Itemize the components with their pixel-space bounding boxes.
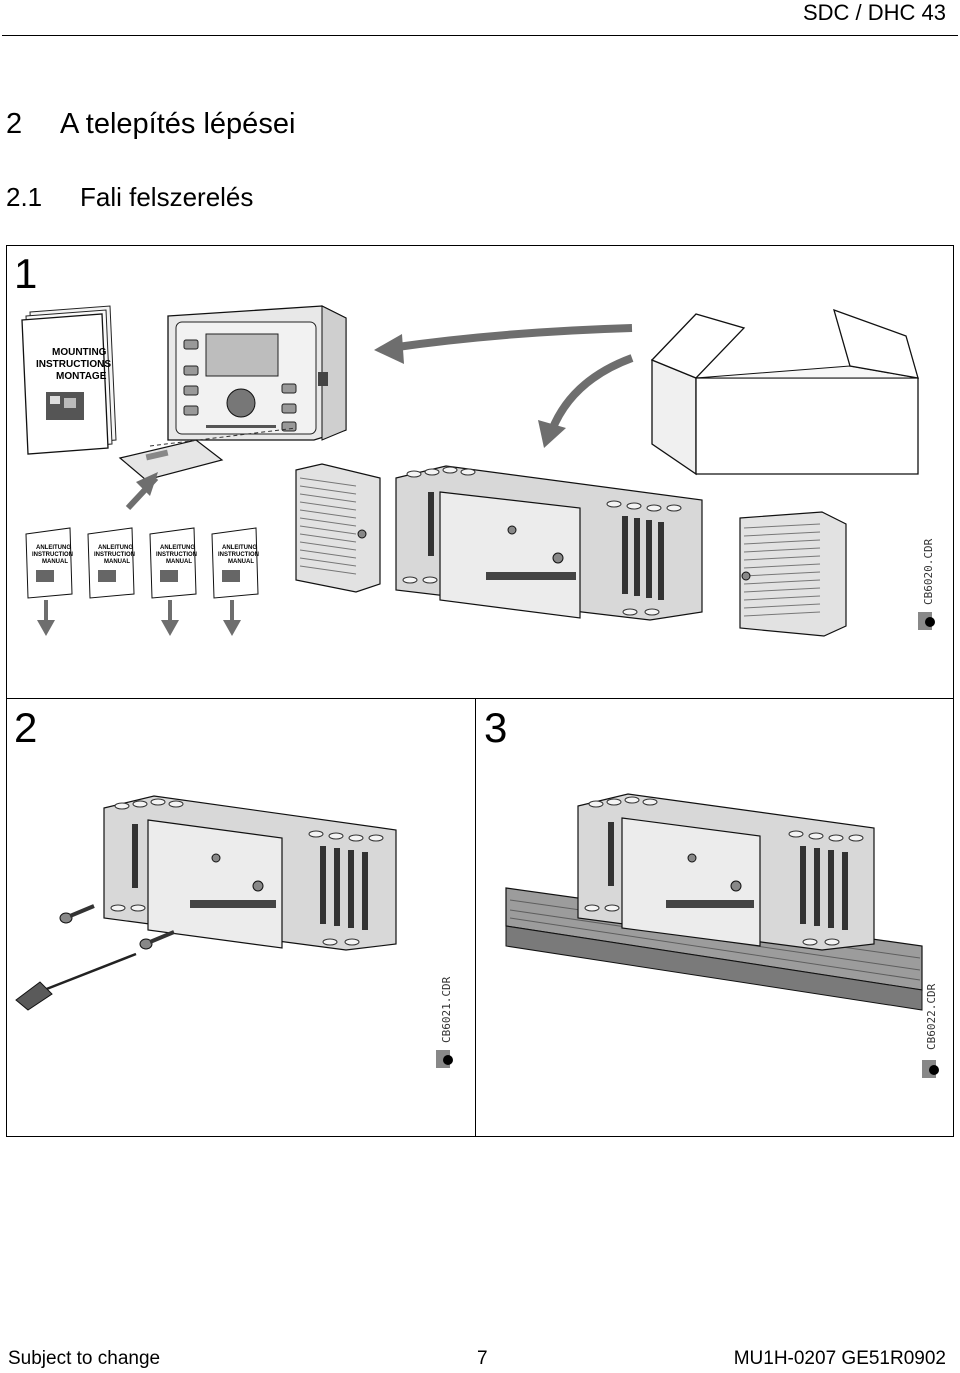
step-number-3: 3: [484, 704, 508, 751]
step-number-2: 2: [14, 704, 38, 751]
header-rule: [2, 35, 958, 36]
terminal-cover-right: [739, 511, 847, 637]
subsection-title: Fali felszerelés: [80, 182, 254, 212]
screw-icon: [59, 904, 95, 924]
section-number: 2: [6, 108, 23, 140]
figure-divider-horizontal: [6, 698, 954, 699]
small-manual-4-line-2: INSTRUCTION: [218, 552, 259, 558]
small-manual-3-line-3: MANUAL: [166, 559, 192, 565]
document-code: MU1H-0207 GE51R0902: [733, 1348, 946, 1369]
drawing-logo-1: [918, 612, 935, 630]
small-manual-1-line-2: INSTRUCTION: [32, 552, 73, 558]
small-manual-2-line-3: MANUAL: [104, 559, 130, 565]
small-manual-1-line-1: ANLEITUNG: [36, 545, 71, 551]
manual-booklet-flat: [118, 439, 224, 481]
screw-icon: [139, 930, 175, 950]
small-manual-2-line-2: INSTRUCTION: [94, 552, 135, 558]
small-manual-3-line-2: INSTRUCTION: [156, 552, 197, 558]
small-manual-1-line-3: MANUAL: [42, 559, 68, 565]
mounting-base-2: [103, 795, 397, 951]
packaging-box: [650, 308, 919, 476]
small-manual-3-line-1: ANLEITUNG: [160, 545, 195, 551]
figure-ref-3: CB6022.CDR: [925, 983, 938, 1050]
terminal-cover-left: [295, 463, 381, 593]
page-number: 7: [477, 1348, 488, 1369]
header-title: SDC / DHC 43: [802, 0, 946, 25]
small-manual-4-line-3: MANUAL: [228, 559, 254, 565]
manual-title-line-3: MONTAGE: [56, 371, 107, 382]
small-manual-4-line-1: ANLEITUNG: [222, 545, 257, 551]
mounting-base-3: [577, 793, 875, 951]
figure-divider-vertical: [475, 698, 476, 1137]
manual-title-line-1: MOUNTING: [52, 347, 107, 358]
step-number-1: 1: [14, 250, 38, 297]
screwdriver-icon: [15, 952, 137, 1011]
arrow-to-base: [548, 354, 634, 432]
drawing-logo-2: [436, 1050, 453, 1068]
section-title: A telepítés lépései: [60, 108, 296, 140]
figure-frame: [6, 245, 954, 1137]
panel-3-illustration: [505, 793, 939, 1078]
manual-booklets-small: ANLEITUNG INSTRUCTION MANUAL ANLEITUNG I…: [25, 527, 259, 636]
figure-ref-2: CB6021.CDR: [440, 976, 453, 1043]
manual-title-line-2: INSTRUCTIONS: [36, 359, 111, 370]
subsection-number: 2.1: [6, 182, 43, 212]
controller-unit: [167, 305, 347, 441]
mounting-base: [395, 465, 703, 621]
small-manual-2-line-1: ANLEITUNG: [98, 545, 133, 551]
manual-booklet-large: [21, 305, 117, 455]
section-heading: 2 A telepítés lépései: [6, 108, 295, 141]
panel-2-illustration: [15, 795, 453, 1068]
panel-1-illustration: MOUNTING INSTRUCTIONS MONTAGE: [21, 305, 935, 637]
subsection-heading: 2.1 Fali felszerelés: [6, 182, 253, 213]
arrow-to-controller: [389, 324, 633, 352]
footer-note: Subject to change: [8, 1348, 161, 1369]
figure-ref-1: CB6020.CDR: [922, 538, 935, 605]
drawing-logo-3: [922, 1060, 939, 1078]
